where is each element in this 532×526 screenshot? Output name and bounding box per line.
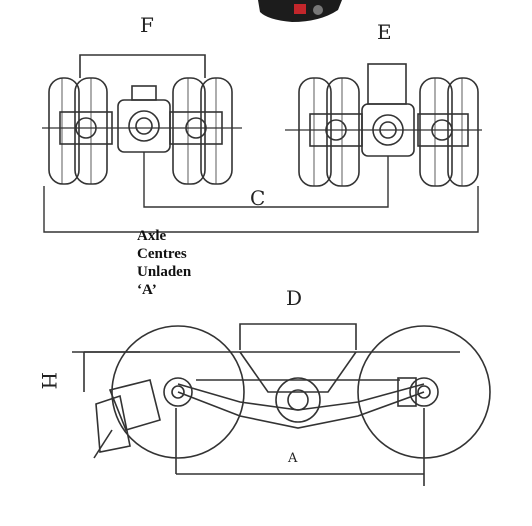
label-c: C <box>250 186 265 210</box>
side-view-bogie <box>72 323 491 486</box>
label-f: F <box>140 13 154 37</box>
note-line-1: Axle <box>137 228 167 244</box>
axle-centres-note: Axle Centres Unladen ‘A’ <box>137 227 191 299</box>
product-photo-fragment <box>258 0 342 22</box>
overall-width-line <box>43 186 479 233</box>
label-a: A <box>287 451 298 466</box>
note-line-3: Unladen <box>137 264 192 280</box>
top-view-axle-left <box>42 54 242 185</box>
note-line-4: ‘A’ <box>137 282 157 298</box>
dimension-c-line <box>143 152 389 208</box>
label-h: H <box>37 372 61 389</box>
note-line-2: Centres <box>137 246 187 262</box>
label-d: D <box>286 286 302 310</box>
label-e: E <box>377 20 392 44</box>
top-view-axle-right <box>285 63 482 187</box>
